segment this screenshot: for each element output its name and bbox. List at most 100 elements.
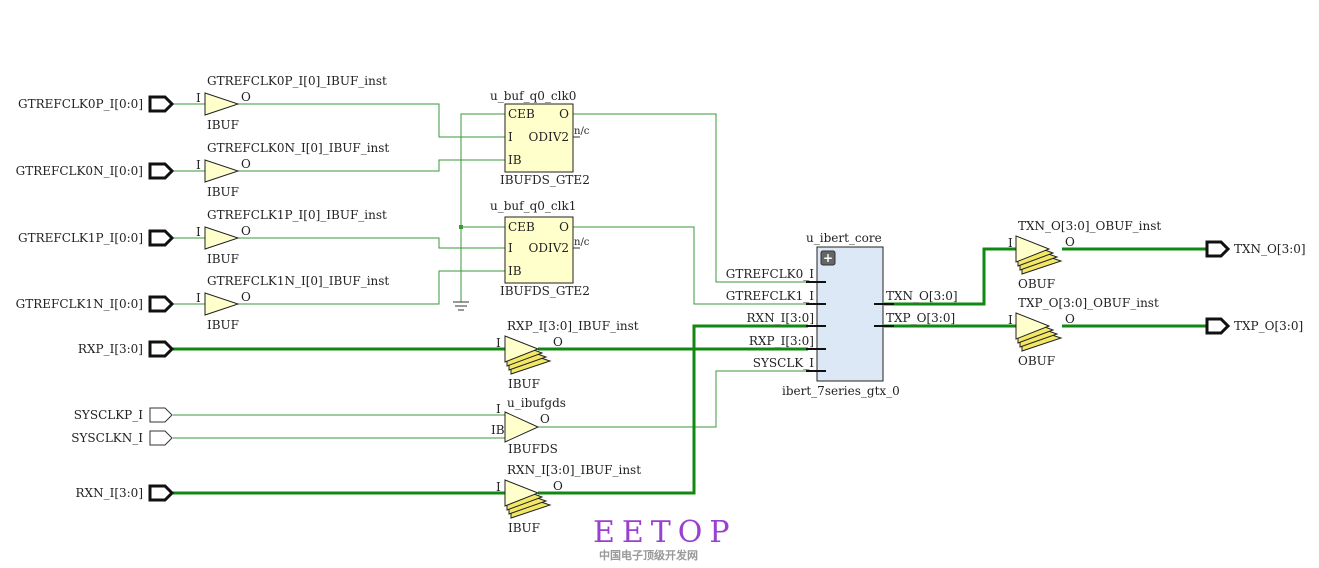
net-sysclk[interactable]	[538, 370, 808, 428]
net-refclk0[interactable]	[573, 113, 808, 283]
bus-buffer-triangle-icon	[504, 335, 552, 375]
ground-icon	[453, 301, 469, 311]
ibuf-cell[interactable]: GTREFCLK0P_I[0]_IBUF_inst I O IBUF	[196, 74, 387, 132]
ibuf-cell[interactable]: GTREFCLK0N_I[0]_IBUF_inst I O IBUF	[196, 141, 389, 199]
cell-type-label: OBUF	[1018, 354, 1055, 368]
ibufds-cell[interactable]: u_ibufgds I IB O IBUFDS	[491, 396, 566, 456]
buffer-triangle-icon	[504, 411, 540, 443]
pin-label: ODIV2	[529, 241, 570, 255]
port-label: TXN_O[3:0]	[1234, 242, 1306, 256]
pin-label: I	[508, 241, 513, 255]
buses	[173, 247, 1206, 495]
port-arrow-icon	[1205, 317, 1231, 335]
obuf-bus-cell[interactable]: TXN_O[3:0]_OBUF_inst I O OBUF	[1008, 219, 1161, 291]
cell-instance-label: u_buf_q0_clk0	[490, 89, 576, 103]
cell-type-label: IBUF	[207, 118, 239, 132]
pin-label: I	[1008, 313, 1013, 327]
ibuf-bus-cell[interactable]: RXP_I[3:0]_IBUF_inst I O IBUF	[496, 319, 639, 391]
ibuf-cell[interactable]: GTREFCLK1P_I[0]_IBUF_inst I O IBUF	[196, 208, 387, 266]
watermark: EETOP 中国电子顶级开发网	[593, 515, 730, 562]
net-gtrefclk0n-buf[interactable]	[238, 159, 505, 172]
pin-label: IB	[508, 264, 522, 278]
port-label: RXP_I[3:0]	[78, 342, 143, 356]
output-port[interactable]: TXP_O[3:0]	[1205, 317, 1303, 335]
input-port[interactable]: GTREFCLK0P_I[0:0]	[18, 95, 175, 113]
input-port[interactable]: SYSCLKN_I	[71, 430, 173, 446]
pin-label: RXN_I[3:0]	[747, 311, 815, 325]
watermark-subtitle: 中国电子顶级开发网	[599, 548, 698, 562]
pin-label: GTREFCLK0_I	[726, 267, 814, 281]
expand-button[interactable]: +	[820, 250, 836, 266]
pin-label: IB	[508, 153, 522, 167]
port-arrow-icon	[149, 407, 173, 423]
net-gtrefclk1n-buf[interactable]	[238, 270, 505, 305]
pin-label: O	[553, 479, 563, 493]
pin-label: O	[241, 90, 251, 104]
pin-label: TXN_O[3:0]	[886, 289, 958, 303]
pin-label: CEB	[508, 220, 535, 234]
port-label: GTREFCLK0P_I[0:0]	[18, 97, 143, 111]
cell-type-label: ibert_7series_gtx_0	[782, 384, 900, 398]
ibert-core-cell[interactable]: u_ibert_core + GTREFCLK0_I GTREFCLK1_I R…	[726, 231, 958, 398]
net-gtrefclk0p-buf[interactable]	[238, 103, 505, 138]
bus-buffer-triangle-icon	[1015, 312, 1063, 352]
input-port[interactable]: RXP_I[3:0]	[78, 340, 175, 358]
port-arrow-icon	[148, 295, 175, 313]
ibuf-bus-cell[interactable]: RXN_I[3:0]_IBUF_inst I O IBUF	[496, 463, 641, 535]
port-arrow-icon	[149, 430, 173, 446]
pin-label: I	[1008, 236, 1013, 250]
cell-instance-label: u_ibufgds	[507, 396, 566, 410]
buffer-triangle-icon	[204, 226, 240, 250]
port-arrow-icon	[148, 484, 175, 502]
cell-type-label: IBUFDS	[508, 442, 558, 456]
port-arrow-icon	[148, 95, 175, 113]
port-arrow-icon	[148, 340, 175, 358]
cell-type-label: OBUF	[1018, 277, 1055, 291]
pin-label: CEB	[508, 107, 535, 121]
cell-body	[504, 103, 574, 173]
port-label: GTREFCLK1N_I[0:0]	[16, 297, 143, 311]
pin-label: IB	[491, 423, 505, 437]
pin-label: O	[241, 290, 251, 304]
net-refclk1[interactable]	[573, 226, 808, 305]
pin-label: O	[1065, 312, 1075, 326]
obuf-bus-cell[interactable]: TXP_O[3:0]_OBUF_inst I O OBUF	[1008, 296, 1159, 368]
junction-dot	[459, 225, 463, 229]
bus-txn[interactable]	[884, 247, 1016, 306]
ibuf-cell[interactable]: GTREFCLK1N_I[0]_IBUF_inst I O IBUF	[196, 274, 389, 332]
cell-instance-label: TXN_O[3:0]_OBUF_inst	[1018, 219, 1161, 233]
bus-rxn[interactable]	[538, 324, 808, 495]
input-ports: GTREFCLK0P_I[0:0] GTREFCLK0N_I[0:0] GTRE…	[16, 95, 175, 502]
wires	[173, 103, 808, 439]
input-port[interactable]: GTREFCLK1N_I[0:0]	[16, 295, 175, 313]
input-port[interactable]: GTREFCLK0N_I[0:0]	[16, 162, 175, 180]
buffer-triangle-icon	[204, 292, 240, 316]
cell-instance-label: GTREFCLK0N_I[0]_IBUF_inst	[207, 141, 389, 155]
cell-instance-label: GTREFCLK1N_I[0]_IBUF_inst	[207, 274, 389, 288]
input-port[interactable]: GTREFCLK1P_I[0:0]	[18, 229, 175, 247]
pin-label: O	[540, 412, 550, 426]
cell-type-label: IBUF	[207, 252, 239, 266]
pin-label: O	[559, 220, 569, 234]
pin-label: RXP_I[3:0]	[749, 334, 814, 348]
plus-icon: +	[823, 251, 833, 265]
cell-instance-label: u_buf_q0_clk1	[490, 199, 576, 213]
output-port[interactable]: TXN_O[3:0]	[1205, 240, 1306, 258]
ibufds-gte2-cell[interactable]: u_buf_q0_clk1 CEB I IB O ODIV2 n/c IBUFD…	[490, 199, 590, 298]
pin-label: I	[496, 402, 501, 416]
net-ceb-ground[interactable]	[460, 113, 505, 302]
pin-label: ODIV2	[529, 130, 570, 144]
nc-label: n/c	[574, 237, 590, 248]
cell-type-label: IBUFDS_GTE2	[500, 173, 590, 187]
pin-label: O	[241, 224, 251, 238]
pin-label: O	[553, 335, 563, 349]
ibufds-gte2-cell[interactable]: u_buf_q0_clk0 CEB I IB O ODIV2 n/c IBUFD…	[490, 89, 590, 187]
net-gtrefclk1p-buf[interactable]	[238, 237, 505, 249]
nc-label: n/c	[574, 126, 590, 137]
cell-instance-label: GTREFCLK0P_I[0]_IBUF_inst	[207, 74, 387, 88]
input-port[interactable]: RXN_I[3:0]	[76, 484, 175, 502]
pin-label: GTREFCLK1_I	[726, 289, 814, 303]
pin-label: O	[559, 107, 569, 121]
input-port[interactable]: SYSCLKP_I	[74, 407, 173, 423]
bus-buffer-triangle-icon	[504, 479, 552, 519]
